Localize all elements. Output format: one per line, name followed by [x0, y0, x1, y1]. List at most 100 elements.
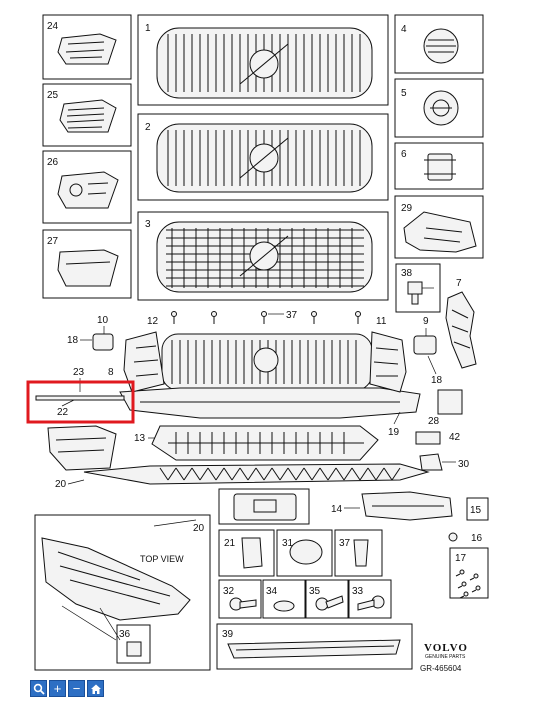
part-42-clip[interactable]: 42 — [415, 431, 461, 445]
svg-text:14: 14 — [331, 504, 343, 515]
svg-text:17: 17 — [455, 553, 467, 564]
part-5-panel[interactable]: 5 — [394, 78, 484, 138]
svg-text:24: 24 — [47, 21, 59, 32]
part-10-clip[interactable]: 10 — [97, 315, 109, 334]
part-20-spoiler[interactable]: 20 — [55, 463, 430, 490]
svg-text:42: 42 — [449, 432, 461, 443]
svg-text:12: 12 — [147, 316, 159, 327]
svg-text:38: 38 — [401, 268, 413, 279]
part-27-panel[interactable]: 27 — [42, 229, 132, 299]
svg-text:27: 27 — [47, 236, 59, 247]
part-18-clip-left[interactable]: 18 — [67, 333, 114, 351]
part-26-panel[interactable]: 26 — [42, 150, 132, 224]
part-4-panel[interactable]: 4 — [394, 14, 484, 74]
svg-text:8: 8 — [108, 367, 114, 378]
part-34-panel[interactable]: 34 — [262, 579, 306, 619]
diagram-toolbar: + − — [30, 680, 104, 697]
part-28-clip[interactable]: 28 — [428, 389, 463, 427]
part-11-bracket[interactable]: 11 — [369, 316, 407, 393]
part-24-panel[interactable]: 24 — [42, 14, 132, 80]
svg-text:GENUINE PARTS: GENUINE PARTS — [425, 654, 466, 660]
part-30-clip[interactable]: 30 — [419, 453, 470, 471]
part-2-grille-panel[interactable]: 2 — [137, 113, 389, 201]
part-7-bracket[interactable]: 7 — [445, 278, 477, 369]
svg-text:11: 11 — [376, 316, 387, 327]
part-29-panel[interactable]: 29 — [394, 195, 484, 259]
svg-text:VOLVO: VOLVO — [424, 642, 468, 654]
svg-text:34: 34 — [266, 586, 278, 597]
svg-text:7: 7 — [456, 278, 462, 289]
part-19-label[interactable]: 19 — [388, 411, 401, 438]
svg-text:29: 29 — [401, 203, 413, 214]
svg-text:18: 18 — [67, 335, 79, 346]
part-12-bracket[interactable]: 12 — [123, 316, 165, 393]
bracket-panel[interactable] — [218, 488, 310, 525]
part-38-panel[interactable]: 38 — [395, 263, 441, 313]
part-16-nut[interactable]: 16 — [448, 532, 483, 544]
zoom-select-button[interactable] — [30, 680, 47, 697]
svg-text:15: 15 — [470, 505, 482, 516]
svg-text:26: 26 — [47, 157, 59, 168]
zoom-in-button[interactable]: + — [49, 680, 66, 697]
svg-text:23: 23 — [73, 367, 85, 378]
home-button[interactable] — [87, 680, 104, 697]
svg-text:1: 1 — [145, 23, 151, 34]
part-8-label[interactable]: 8 — [108, 367, 114, 378]
part-18-clip-right[interactable]: 18 — [427, 355, 443, 386]
part-25-panel[interactable]: 25 — [42, 83, 132, 147]
svg-text:20: 20 — [193, 523, 205, 534]
svg-text:21: 21 — [224, 538, 236, 549]
brand-logo: VOLVO GENUINE PARTS — [424, 642, 468, 660]
part-35-panel[interactable]: 35 — [305, 579, 349, 619]
svg-text:18: 18 — [431, 375, 443, 386]
svg-text:37: 37 — [339, 538, 351, 549]
parts-diagram: 24 25 26 27 1 2 3 — [26, 14, 489, 673]
part-13-lower-grille[interactable]: 13 — [134, 425, 379, 461]
part-22-strip[interactable]: 22 — [35, 395, 125, 418]
svg-text:32: 32 — [223, 586, 235, 597]
lower-left-insert[interactable] — [47, 425, 117, 471]
svg-text:20: 20 — [55, 479, 67, 490]
part-3-grille-panel[interactable]: 3 — [137, 211, 389, 301]
part-6-panel[interactable]: 6 — [394, 142, 484, 190]
svg-text:33: 33 — [352, 586, 364, 597]
svg-text:4: 4 — [401, 24, 407, 35]
zoom-out-button[interactable]: − — [68, 680, 85, 697]
diagram-reference: GR-465604 — [420, 664, 462, 673]
magnifier-icon — [33, 683, 45, 695]
svg-text:16: 16 — [471, 533, 483, 544]
svg-text:13: 13 — [134, 433, 146, 444]
svg-text:25: 25 — [47, 90, 59, 101]
part-1-grille-panel[interactable]: 1 — [137, 14, 389, 106]
plus-icon: + — [53, 681, 62, 696]
highlight-box — [26, 380, 135, 424]
part-23-strip[interactable]: 23 — [73, 367, 85, 392]
svg-text:30: 30 — [458, 459, 470, 470]
part-9-clip[interactable]: 9 — [413, 316, 437, 355]
part-32-panel[interactable]: 32 — [218, 579, 262, 619]
svg-text:31: 31 — [282, 538, 294, 549]
part-36-panel[interactable]: 36 — [116, 624, 151, 664]
grille-assembly[interactable] — [119, 333, 421, 419]
part-37-panel[interactable]: 37 — [334, 529, 383, 577]
part-20-undertray-panel[interactable]: 20 TOP VIEW — [34, 514, 211, 671]
svg-text:39: 39 — [222, 629, 234, 640]
part-17-panel[interactable]: 17 — [449, 547, 489, 599]
svg-text:10: 10 — [97, 315, 109, 326]
svg-text:28: 28 — [428, 416, 440, 427]
part-31-panel[interactable]: 31 — [276, 529, 333, 577]
part-21-panel[interactable]: 21 — [218, 529, 275, 577]
clip-37-row[interactable]: 37 — [171, 310, 361, 324]
part-39-panel[interactable]: 39 — [216, 623, 413, 670]
svg-text:35: 35 — [309, 586, 321, 597]
part-14-duct[interactable]: 14 — [331, 491, 453, 521]
svg-text:TOP VIEW: TOP VIEW — [140, 554, 184, 564]
svg-text:2: 2 — [145, 122, 151, 133]
home-icon — [90, 684, 101, 694]
svg-text:9: 9 — [423, 316, 429, 327]
svg-text:36: 36 — [119, 629, 131, 640]
part-33-panel[interactable]: 33 — [348, 579, 392, 619]
part-15-panel[interactable]: 15 — [466, 497, 489, 521]
svg-text:3: 3 — [145, 219, 151, 230]
svg-text:19: 19 — [388, 427, 400, 438]
